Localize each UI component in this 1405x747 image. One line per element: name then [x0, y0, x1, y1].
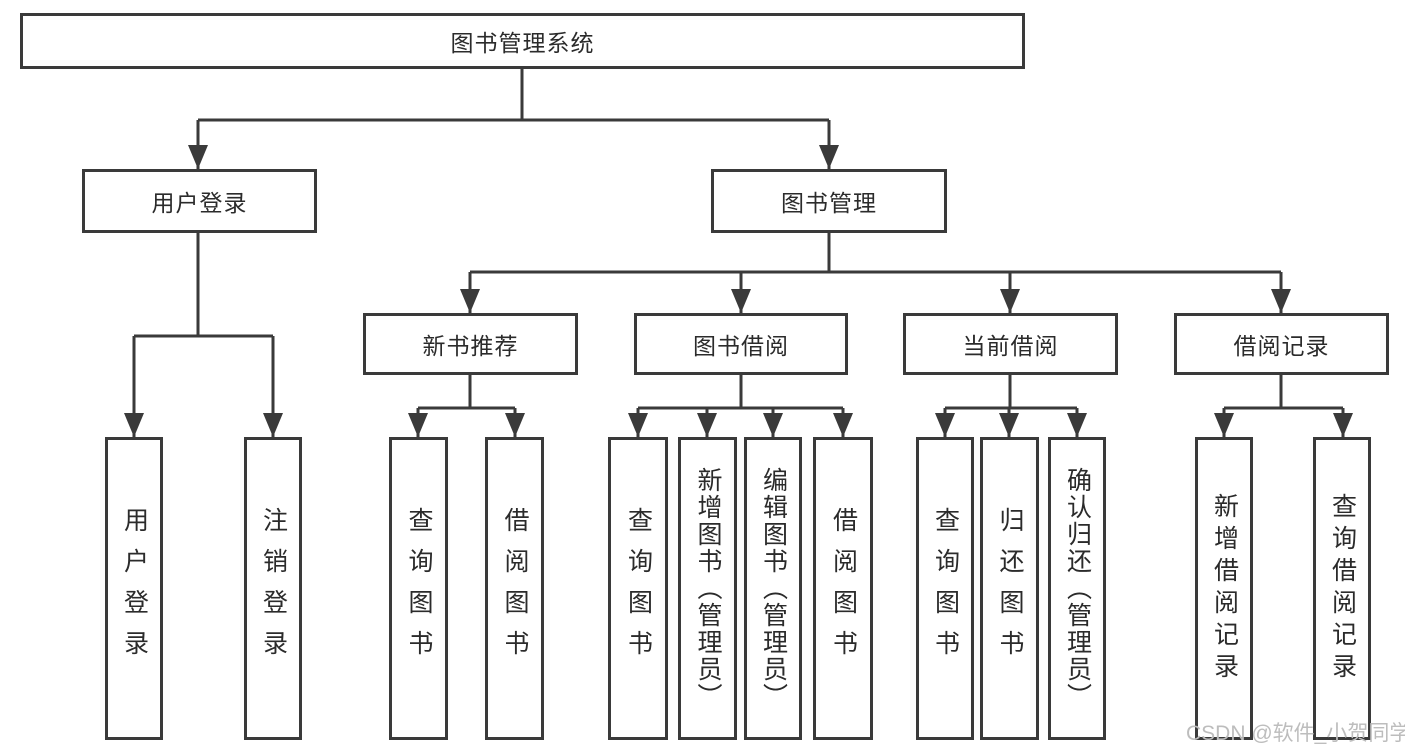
leaf-query-borrow-record-label: 查询借阅记录	[1328, 492, 1357, 685]
node-borrow-records: 借阅记录	[1174, 313, 1389, 375]
node-user-login-label: 用户登录	[151, 190, 248, 216]
leaf-borrow-books-recommend: 借阅图书	[485, 437, 544, 740]
leaf-add-borrow-record: 新增借阅记录	[1195, 437, 1253, 740]
leaf-user-login: 用户登录	[105, 437, 163, 740]
node-user-login: 用户登录	[82, 169, 317, 233]
leaf-edit-books-admin-label: 编辑图书（管理员）	[759, 467, 788, 710]
leaf-return-books-label: 归还图书	[996, 506, 1024, 671]
leaf-query-books-current-label: 查询图书	[931, 506, 960, 671]
leaf-confirm-return-admin: 确认归还（管理员）	[1048, 437, 1106, 740]
leaf-borrow-books-recommend-label: 借阅图书	[501, 506, 529, 671]
edge-new-book-children	[408, 375, 525, 437]
edge-book-borrow-children	[628, 375, 853, 437]
node-borrow-records-label: 借阅记录	[1233, 333, 1330, 359]
leaf-borrow-books-label: 借阅图书	[829, 506, 858, 671]
node-book-borrow: 图书借阅	[634, 313, 848, 375]
edge-root-to-level2	[188, 69, 839, 169]
edge-book-mgmt-to-level3	[460, 233, 1291, 313]
leaf-query-borrow-record: 查询借阅记录	[1313, 437, 1371, 740]
leaf-return-books: 归还图书	[980, 437, 1039, 740]
leaf-query-books-recommend: 查询图书	[389, 437, 448, 740]
leaf-add-books-admin: 新增图书（管理员）	[678, 437, 737, 740]
leaf-query-books-borrow: 查询图书	[608, 437, 668, 740]
csdn-watermark: CSDN @软件_小贺同学	[1186, 722, 1405, 745]
leaf-query-books-borrow-label: 查询图书	[624, 506, 653, 671]
leaf-query-books-current: 查询图书	[916, 437, 974, 740]
node-new-book-recommend-label: 新书推荐	[422, 333, 519, 359]
node-current-borrow: 当前借阅	[903, 313, 1118, 375]
node-book-management: 图书管理	[711, 169, 947, 233]
leaf-logout-login-label: 注销登录	[259, 506, 288, 671]
node-current-borrow-label: 当前借阅	[962, 333, 1059, 359]
node-library-system-label: 图书管理系统	[450, 30, 595, 56]
edge-borrow-records-children	[1214, 375, 1353, 437]
node-library-system: 图书管理系统	[20, 13, 1025, 69]
node-book-borrow-label: 图书借阅	[693, 333, 789, 359]
leaf-edit-books-admin: 编辑图书（管理员）	[744, 437, 802, 740]
leaf-user-login-label: 用户登录	[120, 506, 149, 671]
leaf-borrow-books: 借阅图书	[813, 437, 873, 740]
leaf-confirm-return-admin-label: 确认归还（管理员）	[1063, 467, 1092, 710]
node-book-management-label: 图书管理	[781, 190, 877, 216]
leaf-add-borrow-record-label: 新增借阅记录	[1210, 492, 1239, 685]
leaf-logout-login: 注销登录	[244, 437, 302, 740]
edge-current-borrow-children	[935, 375, 1087, 437]
edge-user-login-children	[124, 233, 283, 437]
leaf-add-books-admin-label: 新增图书（管理员）	[694, 467, 722, 710]
leaf-query-books-recommend-label: 查询图书	[405, 506, 433, 671]
node-new-book-recommend: 新书推荐	[363, 313, 578, 375]
